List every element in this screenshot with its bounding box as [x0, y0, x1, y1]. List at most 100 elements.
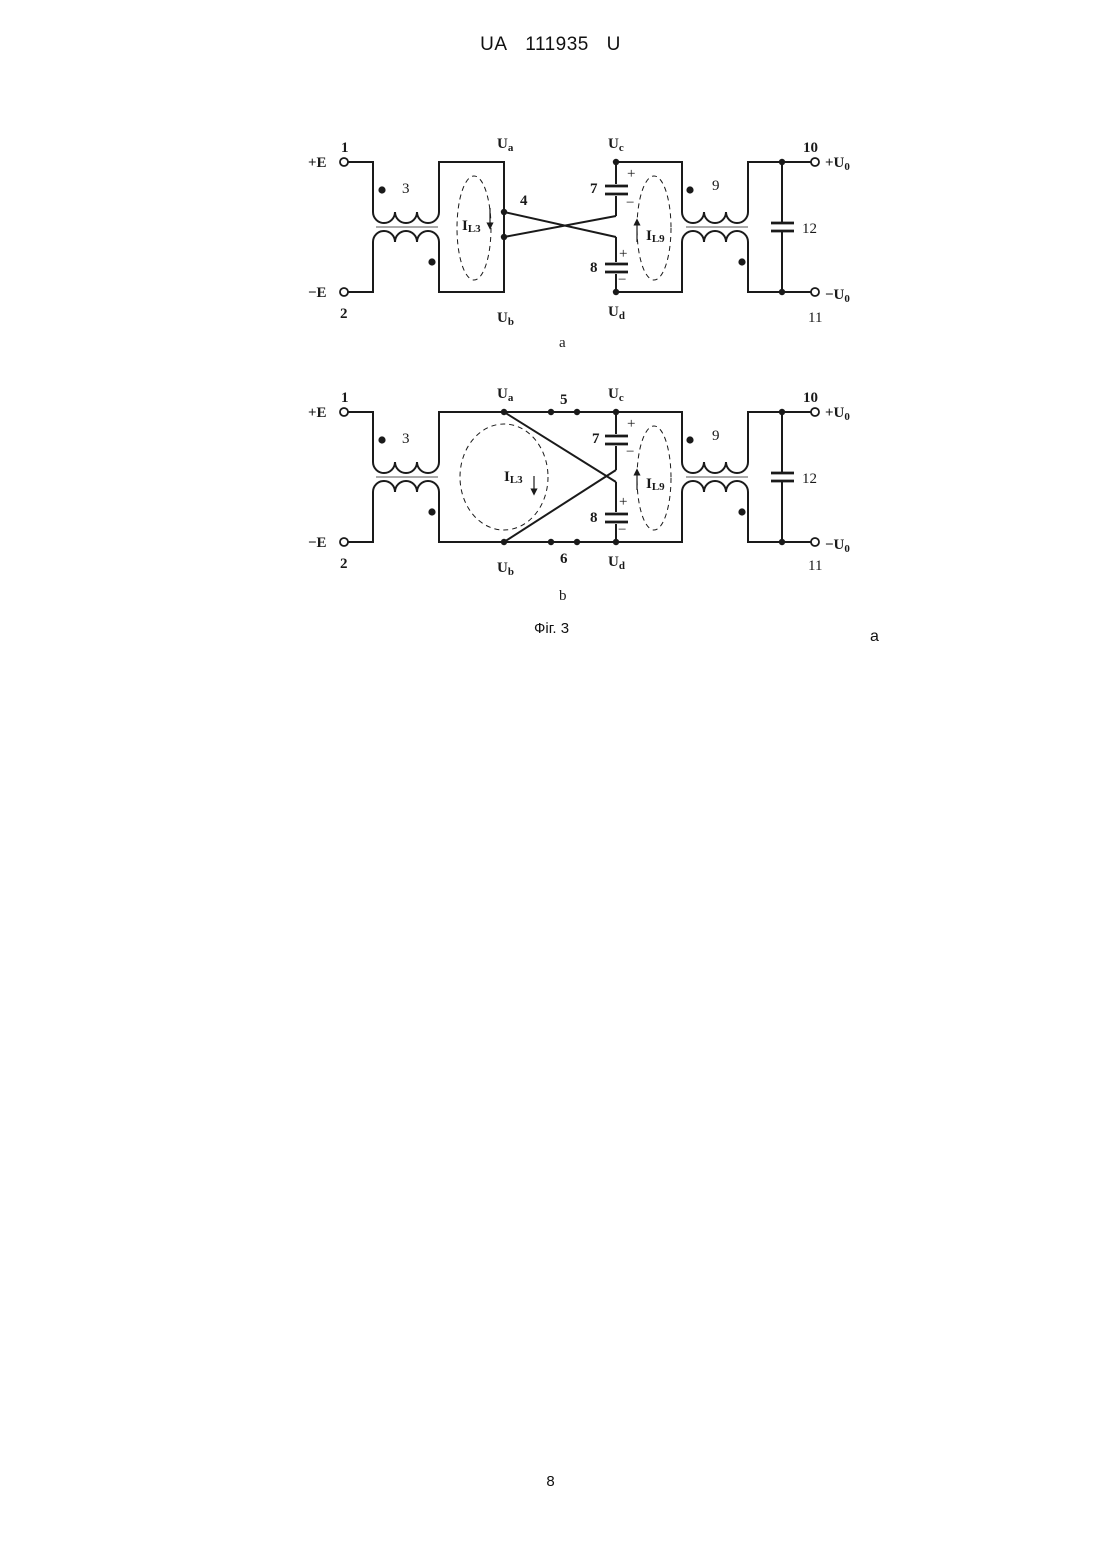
polarity-dot [378, 186, 385, 193]
node-ua-label: Ua [497, 136, 514, 154]
node-dot [501, 409, 507, 415]
inductor-3-bottom-coil [373, 481, 439, 492]
node-sub-c: c [619, 142, 624, 154]
inductor-3-bottom-coil [373, 231, 439, 242]
terminal-10-circle [811, 158, 819, 166]
cap8-plus: + [619, 494, 627, 510]
node-uc-label: Uc [608, 386, 624, 404]
node-u: U [497, 386, 508, 402]
sublabel-a: a [559, 335, 566, 351]
wire-a-top-in [348, 162, 373, 212]
component-8-label: 8 [590, 510, 598, 526]
plus-e-label: +E [308, 405, 327, 421]
circuit-diagram-a [340, 158, 819, 296]
node-u: U [608, 304, 619, 320]
node-uc-label: Uc [608, 136, 624, 154]
cross-wire-b1 [504, 412, 616, 482]
margin-letter: a [870, 628, 879, 646]
minus-u-text: −U [825, 287, 845, 303]
plus-u-sub: 0 [844, 161, 850, 173]
node-dot [779, 409, 785, 415]
node-dot [574, 539, 580, 545]
terminal-2-label: 2 [340, 556, 348, 572]
cap7-minus: − [626, 195, 634, 211]
terminal-11-label: 11 [808, 558, 822, 574]
node-dot [613, 159, 619, 165]
cap7-plus: + [627, 166, 635, 182]
terminal-10-label: 10 [803, 390, 818, 406]
cap8-minus: − [618, 522, 626, 538]
sublabel-b: b [559, 588, 567, 604]
terminal-11-circle [811, 538, 819, 546]
diagram-b-labels: 1 +E −E 2 3 5 6 7 8 9 12 10 11 +U0 −U0 U… [308, 386, 850, 604]
plus-u-text: +U [825, 155, 845, 171]
minus-e-label: −E [308, 285, 327, 301]
node-ud-label: Ud [608, 304, 625, 322]
plus-u-sub: 0 [844, 411, 850, 423]
node-sub-b: b [508, 566, 514, 578]
component-12-label: 12 [802, 471, 817, 487]
component-8-label: 8 [590, 260, 598, 276]
node-u: U [497, 560, 508, 576]
node-ua-label: Ua [497, 386, 514, 404]
diagram-a-labels: 1 +E −E 2 3 4 7 8 9 12 10 11 +U0 −U0 Ua … [308, 136, 850, 351]
terminal-11-label: 11 [808, 310, 822, 326]
node-sub-a: a [508, 392, 514, 404]
cap8-minus: − [618, 272, 626, 288]
current-l3-label: IL3 [504, 469, 523, 486]
inductor-9-bottom-coil [682, 481, 748, 492]
polarity-dot [428, 258, 435, 265]
current-sub-l3: L3 [468, 223, 481, 235]
node-sub-a: a [508, 142, 514, 154]
current-loop-l9 [637, 176, 671, 280]
component-6-label: 6 [560, 551, 568, 567]
minus-u-sub: 0 [844, 293, 850, 305]
component-9-label: 9 [712, 428, 720, 444]
terminal-2-label: 2 [340, 306, 348, 322]
node-sub-c: c [619, 392, 624, 404]
polarity-dot [428, 508, 435, 515]
polarity-dot [686, 186, 693, 193]
terminal-2-circle [340, 288, 348, 296]
node-ub-label: Ub [497, 560, 514, 578]
terminal-1-circle [340, 408, 348, 416]
terminal-10-label: 10 [803, 140, 818, 156]
node-dot [779, 539, 785, 545]
node-ub-label: Ub [497, 310, 514, 328]
node-u: U [608, 136, 619, 152]
node-u: U [608, 386, 619, 402]
node-u: U [497, 136, 508, 152]
terminal-10-circle [811, 408, 819, 416]
current-sub-l9: L9 [652, 481, 665, 493]
wire-b-out-top [748, 412, 811, 462]
node-sub-d: d [619, 310, 625, 322]
wire-b-top-in [348, 412, 373, 462]
component-12-label: 12 [802, 221, 817, 237]
circuit-diagram-b [340, 408, 819, 546]
inductor-9-top-coil [682, 462, 748, 473]
current-sub-l3: L3 [510, 474, 523, 486]
cap8-plus: + [619, 246, 627, 262]
node-sub-b: b [508, 316, 514, 328]
polarity-dot [738, 258, 745, 265]
component-7-label: 7 [592, 431, 600, 447]
current-l9-label: IL9 [646, 476, 665, 493]
component-9-label: 9 [712, 178, 720, 194]
terminal-1-label: 1 [341, 140, 349, 156]
node-dot [501, 539, 507, 545]
node-sub-d: d [619, 560, 625, 572]
inductor-3-top-coil [373, 462, 439, 473]
plus-u0-label: +U0 [825, 405, 850, 423]
node-dot [779, 159, 785, 165]
terminal-2-circle [340, 538, 348, 546]
terminal-1-circle [340, 158, 348, 166]
current-loop-l9 [637, 426, 671, 530]
minus-e-label: −E [308, 535, 327, 551]
terminal-11-circle [811, 288, 819, 296]
component-4-label: 4 [520, 193, 528, 209]
wire-b-bottom-in [348, 492, 373, 542]
minus-u-text: −U [825, 537, 845, 553]
inductor-3-top-coil [373, 212, 439, 223]
node-dot [613, 289, 619, 295]
